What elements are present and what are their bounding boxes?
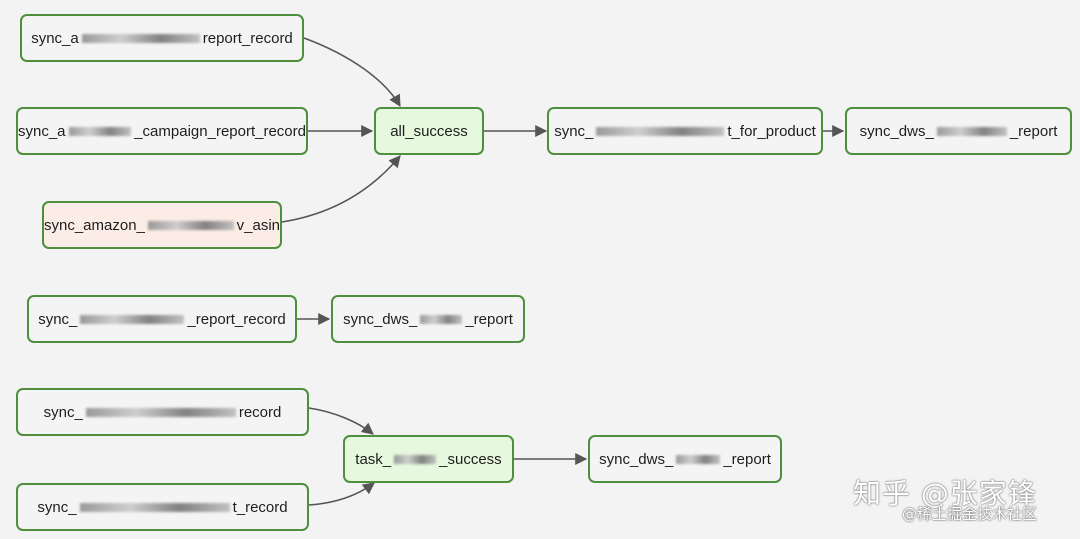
edge-n1-to-all-success [303,37,401,108]
task-node-sd-target-record[interactable]: sync_ t_record [16,483,309,531]
task-node-label-prefix: task_ [355,450,392,468]
task-node-label-prefix: sync_ [37,498,77,516]
task-node-product-report[interactable]: sync_ t_for_product [547,107,823,155]
task-node-label-prefix: sync_ [38,310,78,328]
task-node-label-suffix: _report_record [187,310,286,328]
task-node-label-prefix: sync_a [18,122,66,140]
task-node-label-suffix: _report [465,310,513,328]
redacted-text [394,454,437,464]
task-node-ad-product-report[interactable]: sync_ _report_record [27,295,297,343]
task-node-label-suffix: _report [1009,122,1058,140]
task-node-label-suffix: t_for_product [727,122,816,140]
redacted-text [147,220,234,230]
redacted-text [85,407,236,417]
task-node-label-prefix: sync_amazon_ [44,216,145,234]
watermark-juejin: @稀土掘金技术社区 [902,505,1038,523]
task-node-label-prefix: sync_a [31,29,79,47]
task-node-label-suffix: report_record [202,29,293,47]
task-node-label-suffix: _report [723,450,771,468]
task-node-label-suffix: v_asin [236,216,280,234]
task-node-label-prefix: sync_dws_ [343,310,418,328]
task-node-amazon-asin[interactable]: sync_amazon_ v_asin [42,201,282,249]
task-node-ad-campaign-report[interactable]: sync_a report_record [20,14,304,62]
task-node-dws-report-2[interactable]: sync_dws_ _report [331,295,525,343]
redacted-text [68,126,132,136]
task-node-label-suffix: _success [439,450,502,468]
edge-n3-to-all-success [281,155,401,223]
redacted-text [676,454,721,464]
redacted-text [420,314,463,324]
task-node-dws-report-3[interactable]: sync_dws_ _report [588,435,782,483]
task-node-dws-report-1[interactable]: sync_dws_ _report [845,107,1072,155]
task-node-ad-sbv-campaign-report[interactable]: sync_a _campaign_report_record [16,107,308,155]
gate-node-label: all_success [390,122,468,140]
redacted-text [80,314,185,324]
task-node-label-suffix: t_record [232,498,288,516]
task-node-label-prefix: sync_ [554,122,594,140]
edge-n10-to-task-success [308,482,375,506]
task-node-label-prefix: sync_dws_ [859,122,934,140]
edge-n9-to-task-success [308,407,374,435]
gate-node-all-success[interactable]: all_success [374,107,484,155]
gate-node-task-success[interactable]: task_ _success [343,435,514,483]
redacted-text [81,33,200,43]
task-node-label-suffix: record [238,403,282,421]
task-node-label-suffix: _campaign_report_record [134,122,306,140]
task-node-sd-product-record[interactable]: sync_ record [16,388,309,436]
redacted-text [596,126,725,136]
redacted-text [79,502,230,512]
task-node-label-prefix: sync_dws_ [599,450,674,468]
redacted-text [936,126,1007,136]
watermark-zhihu: 知乎 @张家锋 [853,477,1037,510]
task-node-label-prefix: sync_ [43,403,83,421]
